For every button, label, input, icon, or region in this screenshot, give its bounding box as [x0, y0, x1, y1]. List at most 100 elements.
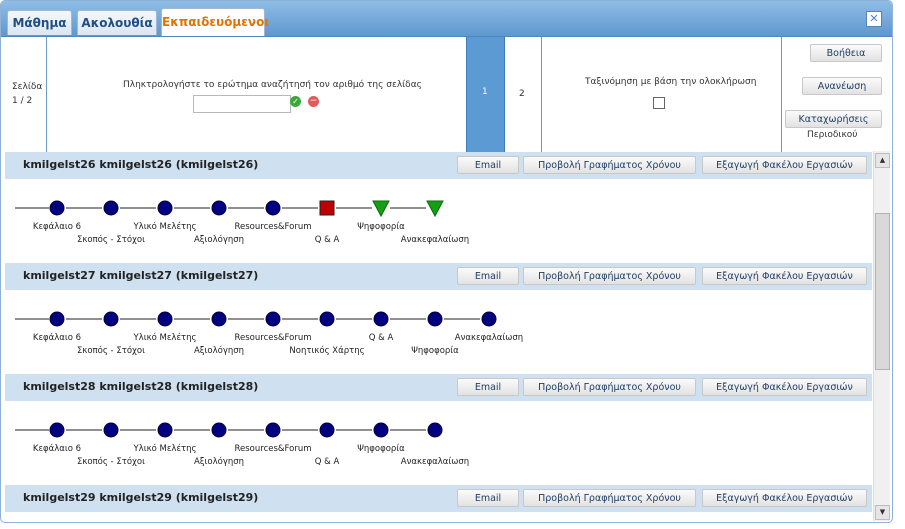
view-time-chart-button[interactable]: Προβολή Γραφήματος Χρόνου	[523, 489, 696, 507]
timeline-label: Υλικό Μελέτης	[132, 332, 196, 343]
email-button[interactable]: Email	[457, 489, 519, 507]
students-list: kmilgelst26 kmilgelst26 (kmilgelst26) Ema…	[5, 152, 872, 522]
email-button[interactable]: Email	[457, 378, 519, 396]
timeline-node[interactable]	[319, 311, 335, 327]
timeline-node[interactable]	[103, 311, 119, 327]
timeline-label: Αξιολόγηση	[194, 345, 244, 356]
tab-sequence[interactable]: Ακολουθία	[77, 10, 157, 35]
journal-entries-label: Περιοδικού	[807, 130, 858, 140]
export-folder-button[interactable]: Εξαγωγή Φακέλου Εργασιών	[702, 267, 867, 285]
timeline-label: Αξιολόγηση	[194, 456, 244, 467]
timeline-node[interactable]	[319, 422, 335, 438]
divider	[781, 37, 782, 152]
timeline-node[interactable]	[49, 200, 65, 216]
email-button[interactable]: Email	[457, 267, 519, 285]
timeline-label: Q & A	[369, 333, 394, 343]
timeline-label: Κεφάλαιο 6	[33, 444, 81, 454]
scroll-thumb[interactable]	[875, 213, 890, 370]
dialog-window: Μάθημα Ακολουθία Εκπαιδευόμενοι ✕ Σελίδα…	[0, 0, 893, 523]
student-name: kmilgelst27 kmilgelst27 (kmilgelst27)	[23, 269, 259, 282]
scrollbar[interactable]: ▲ ▼	[873, 151, 890, 521]
timeline-node[interactable]	[427, 422, 443, 438]
tab-trainees[interactable]: Εκπαιδευόμενοι	[161, 8, 269, 36]
timeline-node[interactable]	[211, 311, 227, 327]
student-name: kmilgelst26 kmilgelst26 (kmilgelst26)	[23, 158, 259, 171]
student-header: kmilgelst29 kmilgelst29 (kmilgelst29) Ema…	[5, 485, 872, 512]
timeline-label: Αξιολόγηση	[194, 234, 244, 245]
student-name: kmilgelst29 kmilgelst29 (kmilgelst29)	[23, 491, 259, 504]
timeline-label: Σκοπός - Στόχοι	[77, 234, 145, 245]
toolbar: Σελίδα 1 / 2 Πληκτρολογήστε το ερώτημα α…	[1, 37, 892, 152]
view-time-chart-button[interactable]: Προβολή Γραφήματος Χρόνου	[523, 156, 696, 174]
timeline-node[interactable]	[319, 200, 335, 216]
close-icon[interactable]: ✕	[866, 11, 882, 27]
timeline-node[interactable]	[103, 422, 119, 438]
timeline-label: Ψηφοφορία	[357, 444, 405, 454]
divider	[541, 37, 542, 152]
search-input[interactable]	[193, 95, 291, 113]
export-folder-button[interactable]: Εξαγωγή Φακέλου Εργασιών	[702, 378, 867, 396]
page-1-cell[interactable]: 1	[466, 37, 505, 152]
export-folder-button[interactable]: Εξαγωγή Φακέλου Εργασιών	[702, 489, 867, 507]
timeline-node[interactable]	[372, 200, 390, 218]
timeline-node[interactable]	[373, 422, 389, 438]
timeline-label: Κεφάλαιο 6	[33, 222, 81, 232]
timeline-label: Σκοπός - Στόχοι	[77, 456, 145, 467]
timeline-node[interactable]	[157, 200, 173, 216]
scroll-down-icon[interactable]: ▼	[875, 505, 890, 520]
timeline-node[interactable]	[157, 422, 173, 438]
timeline-label: Ανακεφαλαίωση	[401, 235, 469, 245]
timeline-node[interactable]	[481, 311, 497, 327]
timeline-label: Ανακεφαλαίωση	[455, 333, 523, 343]
student-header: kmilgelst26 kmilgelst26 (kmilgelst26) Ema…	[5, 152, 872, 179]
timeline-label: Κεφάλαιο 6	[33, 333, 81, 343]
timeline-node[interactable]	[265, 311, 281, 327]
timeline-node[interactable]	[427, 311, 443, 327]
timeline: Κεφάλαιο 6 Σκοπός - Στόχοι Υλικό ΜελέτηςΑξ…	[15, 422, 469, 467]
divider	[46, 37, 47, 152]
help-button[interactable]: Βοήθεια	[810, 44, 882, 62]
scroll-up-icon[interactable]: ▲	[875, 153, 890, 168]
view-time-chart-button[interactable]: Προβολή Γραφήματος Χρόνου	[523, 378, 696, 396]
timeline-node[interactable]	[426, 200, 444, 218]
timeline-node[interactable]	[103, 200, 119, 216]
student-header: kmilgelst28 kmilgelst28 (kmilgelst28) Ema…	[5, 374, 872, 401]
timeline-label: Νοητικός Χάρτης	[289, 345, 364, 356]
timeline-label: Resources&Forum	[235, 333, 312, 343]
email-button[interactable]: Email	[457, 156, 519, 174]
sort-checkbox[interactable]	[653, 97, 665, 109]
timeline-node[interactable]	[211, 200, 227, 216]
timeline-label: Ψηφοφορία	[357, 222, 405, 232]
title-bar: Μάθημα Ακολουθία Εκπαιδευόμενοι ✕	[1, 1, 892, 37]
tab-lesson[interactable]: Μάθημα	[7, 10, 72, 35]
page-label: Σελίδα	[12, 82, 43, 92]
page-1-label: 1	[482, 87, 488, 97]
timeline-label: Ανακεφαλαίωση	[401, 457, 469, 467]
timeline-node[interactable]	[157, 311, 173, 327]
student-name: kmilgelst28 kmilgelst28 (kmilgelst28)	[23, 380, 259, 393]
timeline: Κεφάλαιο 6 Σκοπός - Στόχοι Υλικό ΜελέτηςΑξ…	[15, 311, 523, 356]
timeline-node[interactable]	[49, 422, 65, 438]
page-2-link[interactable]: 2	[519, 89, 525, 99]
cancel-icon[interactable]: −	[308, 96, 319, 107]
refresh-button[interactable]: Ανανέωση	[802, 77, 882, 95]
timeline-node[interactable]	[211, 422, 227, 438]
export-folder-button[interactable]: Εξαγωγή Φακέλου Εργασιών	[702, 156, 867, 174]
timeline-label: Resources&Forum	[235, 444, 312, 454]
timeline-label: Υλικό Μελέτης	[132, 443, 196, 454]
view-time-chart-button[interactable]: Προβολή Γραφήματος Χρόνου	[523, 267, 696, 285]
timeline-node[interactable]	[49, 311, 65, 327]
timeline-label: Σκοπός - Στόχοι	[77, 345, 145, 356]
search-prompt: Πληκτρολογήστε το ερώτημα αναζήτησή τον …	[123, 80, 422, 90]
timeline-label: Q & A	[315, 457, 340, 467]
sort-label: Ταξινόμηση με βάση την ολοκλήρωση	[585, 77, 757, 87]
journal-entries-button[interactable]: Καταχωρήσεις	[785, 110, 882, 128]
timeline-node[interactable]	[265, 200, 281, 216]
timeline-node[interactable]	[265, 422, 281, 438]
timeline-label: Q & A	[315, 235, 340, 245]
timeline-label: Resources&Forum	[235, 222, 312, 232]
timeline-node[interactable]	[373, 311, 389, 327]
student-header: kmilgelst27 kmilgelst27 (kmilgelst27) Ema…	[5, 263, 872, 290]
confirm-icon[interactable]: ✓	[290, 96, 301, 107]
